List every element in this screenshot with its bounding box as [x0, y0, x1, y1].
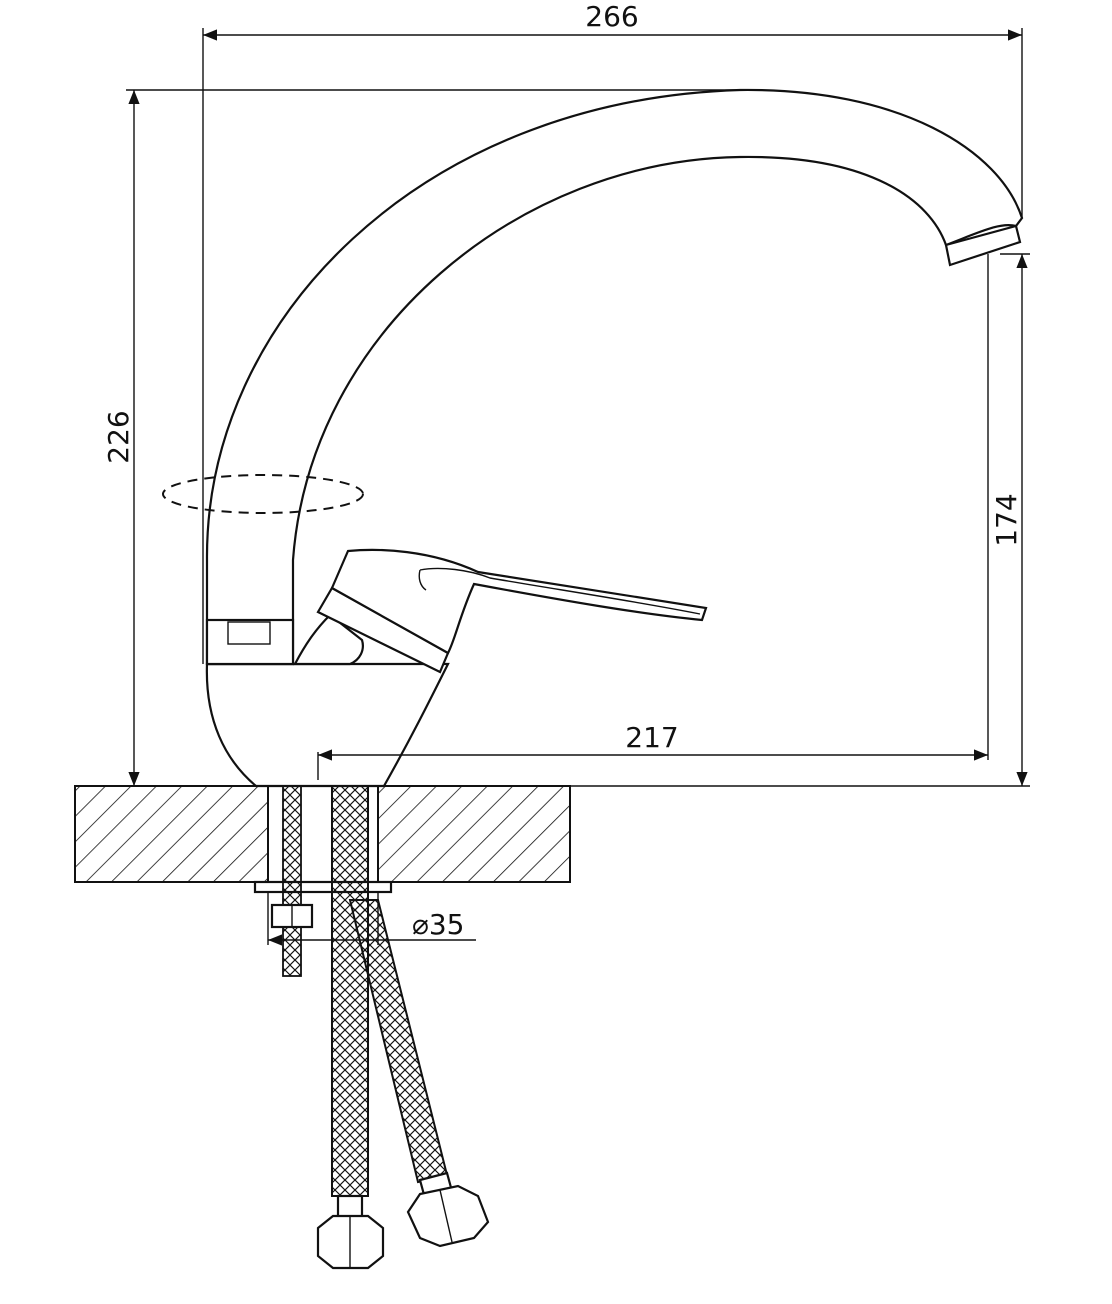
overall-width-dimension: 266 — [202, 0, 1023, 664]
faucet-spout — [205, 88, 1024, 666]
overall-height-dimension: 226 — [102, 89, 740, 786]
faucet-base — [205, 662, 450, 788]
flexible-hose-angled — [348, 899, 490, 1248]
mounting-washer — [253, 880, 393, 894]
spout-height-dimension: 174 — [990, 253, 1030, 786]
countertop-section — [74, 785, 571, 883]
spout-reach-label: 217 — [625, 721, 678, 754]
hole-diameter-dimension: ⌀35 — [267, 892, 476, 946]
hole-diameter-label: ⌀35 — [412, 908, 465, 941]
flexible-hose-straight — [316, 785, 385, 1270]
spout-reach-dimension: 217 — [317, 254, 989, 780]
spout-height-label: 174 — [990, 493, 1023, 546]
overall-width-label: 266 — [585, 0, 638, 33]
overall-height-label: 226 — [102, 410, 135, 463]
swivel-rotation-indicator — [162, 474, 364, 514]
lever-handle — [293, 548, 708, 674]
